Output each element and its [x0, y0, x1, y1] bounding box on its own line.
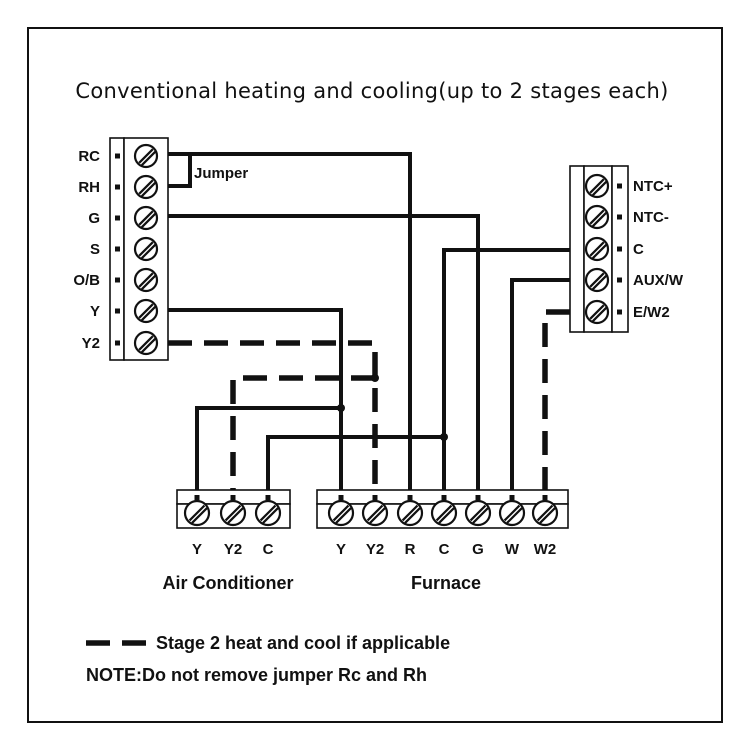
wire-y2-to-furnace-y2 [168, 340, 378, 490]
furnace-terminal-label-r: R [405, 541, 416, 558]
furnace-terminal-label-w: W [505, 541, 520, 558]
terminal-marker [115, 246, 120, 252]
furnace-terminal-label-c: C [439, 541, 450, 558]
terminal-marker [115, 308, 120, 314]
terminal-marker [115, 153, 120, 159]
terminal-marker [115, 184, 120, 190]
terminal-marker [372, 495, 378, 500]
terminal-screw-ac-y [183, 499, 211, 527]
jumper-wire [166, 152, 192, 188]
terminal-marker [194, 495, 200, 500]
terminal-screw-furnace-y [327, 499, 355, 527]
furnace-terminal-label-y: Y [336, 541, 346, 558]
wire-ew2-to-furnace-w2 [542, 309, 570, 490]
junction-dot [371, 374, 379, 382]
terminal-marker [230, 495, 236, 500]
wire-g-to-furnace-g [166, 214, 480, 492]
terminal-marker [407, 495, 413, 500]
thermostat-terminal-label-y: Y [90, 303, 100, 320]
legend: Stage 2 heat and cool if applicable [86, 633, 450, 653]
ac-terminal-label-c: C [263, 541, 274, 558]
thermostat-terminal-label-y2: Y2 [82, 335, 100, 352]
terminal-screw-c [584, 236, 610, 262]
ac-terminal-block: Y Y2 C [176, 489, 291, 558]
terminal-marker [617, 214, 622, 220]
terminal-screw-furnace-r [396, 499, 424, 527]
terminal-screw-furnace-w2 [531, 499, 559, 527]
terminal-marker [542, 495, 548, 500]
junction-dot [440, 433, 448, 441]
thermostat-terminal-label-s: S [90, 241, 100, 258]
terminal-screw-furnace-y2 [361, 499, 389, 527]
junction-dot [337, 404, 345, 412]
furnace-terminal-block: Y Y2 R C G W W2 [316, 489, 569, 558]
module-terminal-label-c: C [633, 241, 644, 258]
terminal-screw-y2 [133, 330, 159, 356]
jumper-label: Jumper [194, 165, 248, 182]
terminal-screw-furnace-g [464, 499, 492, 527]
furnace-terminal-label-y2: Y2 [366, 541, 384, 558]
ac-terminal-label-y: Y [192, 541, 202, 558]
terminal-marker [509, 495, 515, 500]
terminal-marker [115, 277, 120, 283]
terminal-screw-aux-w [584, 267, 610, 293]
terminal-marker [115, 215, 120, 221]
module-terminal-block: NTC+ NTC- C AUX/W E/W2 [569, 165, 684, 333]
wire-auxw-to-furnace-w [510, 278, 572, 492]
terminal-marker [617, 183, 622, 189]
furnace-terminal-label-w2: W2 [534, 541, 557, 558]
terminal-screw-g [133, 205, 159, 231]
terminal-screw-ac-c [254, 499, 282, 527]
terminal-marker [475, 495, 481, 500]
diagram-title: Conventional heating and cooling(up to 2… [75, 79, 668, 103]
note-text: NOTE:Do not remove jumper Rc and Rh [86, 665, 427, 685]
ac-terminal-label-y2: Y2 [224, 541, 242, 558]
module-terminal-label-ntc: NTC- [633, 209, 669, 226]
module-left-strip [569, 165, 585, 333]
module-terminal-label-ntc: NTC+ [633, 178, 673, 195]
wire-c-to-ac-c [266, 435, 446, 492]
terminal-marker [617, 277, 622, 283]
terminal-screw-ac-y2 [219, 499, 247, 527]
furnace-terminal-label-g: G [472, 541, 484, 558]
terminal-marker [617, 309, 622, 315]
wire-y-to-furnace-y [166, 308, 343, 492]
wire-module-c-to-furnace-c [442, 248, 572, 492]
module-terminal-label-aux-w: AUX/W [633, 272, 684, 289]
terminal-screw-e-w2 [584, 299, 610, 325]
terminal-screw-o-b [133, 267, 159, 293]
terminal-screw-rc [133, 143, 159, 169]
terminal-screw-s [133, 236, 159, 262]
thermostat-terminal-label-rh: RH [78, 179, 100, 196]
thermostat-terminal-label-rc: RC [78, 148, 100, 165]
frame-border [27, 27, 723, 723]
terminal-screw-ntc [584, 204, 610, 230]
thermostat-terminal-label-g: G [88, 210, 100, 227]
terminal-screw-rh [133, 174, 159, 200]
terminal-screw-y [133, 298, 159, 324]
terminal-marker [115, 340, 120, 346]
thermostat-terminal-block: RC RH GS O/B Y Y2 [73, 137, 169, 361]
air-conditioner-label: Air Conditioner [163, 573, 294, 593]
terminal-screw-furnace-w [498, 499, 526, 527]
terminal-marker [338, 495, 344, 500]
wire-y-to-ac-y [195, 406, 343, 492]
wires [166, 152, 572, 492]
thermostat-terminal-label-o-b: O/B [73, 272, 100, 289]
wire-y2-to-ac-y2 [230, 375, 375, 490]
furnace-label: Furnace [411, 573, 481, 593]
terminal-marker [441, 495, 447, 500]
terminal-screw-furnace-c [430, 499, 458, 527]
module-terminal-label-e-w2: E/W2 [633, 304, 670, 321]
terminal-marker [265, 495, 271, 500]
legend-text: Stage 2 heat and cool if applicable [156, 633, 450, 653]
terminal-marker [617, 246, 622, 252]
terminal-screw-ntc [584, 173, 610, 199]
wire-rc-to-furnace-r [166, 152, 412, 492]
